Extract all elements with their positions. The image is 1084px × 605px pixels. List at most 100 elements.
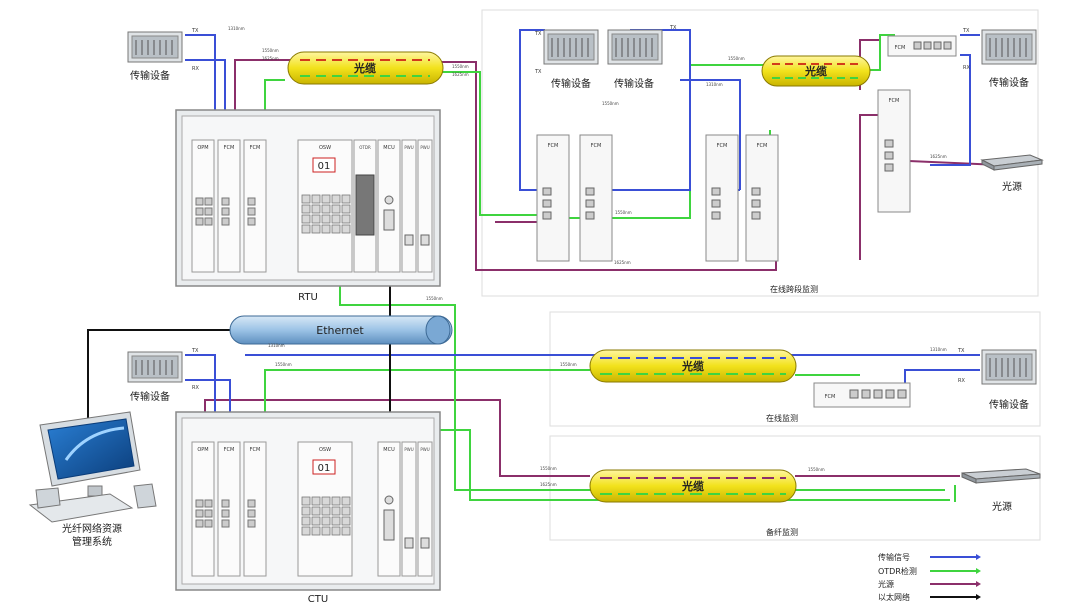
svg-text:OSW: OSW (319, 145, 331, 151)
osw-display: 01 (318, 161, 331, 172)
fcm-unit-1: FCM (536, 134, 570, 262)
rtu-pwu-card-1: PWU (401, 139, 417, 273)
rtu-rack: OPM FCM FCM OSW (175, 109, 441, 287)
svg-text:FCM: FCM (224, 447, 235, 453)
legend-item-light-source: 光源 (878, 579, 981, 589)
svg-text:PWU: PWU (420, 145, 429, 150)
ctu-rack: OPM FCM FCM OSW (175, 411, 441, 591)
legend-item-transmission: 传输信号 (878, 552, 981, 562)
svg-text:PWU: PWU (420, 447, 429, 452)
transport-equipment-top-mid-2: 传输设备 (607, 29, 663, 90)
cable-label: 光缆 (681, 359, 704, 373)
cable-top-right: 光缆 (761, 55, 871, 87)
online-monitor-title: 在线监测 (766, 413, 798, 423)
svg-text:TX: TX (669, 25, 677, 31)
svg-text:OPM: OPM (197, 447, 208, 453)
svg-text:FCM: FCM (825, 394, 836, 400)
svg-text:FCM: FCM (895, 45, 906, 51)
svg-text:OPM: OPM (197, 145, 208, 151)
svg-text:传输设备: 传输设备 (551, 77, 591, 90)
system-label-line1: 光纤网络资源 (62, 522, 122, 535)
rtu-fcm-card-2: FCM (243, 139, 267, 273)
svg-text:RX: RX (958, 378, 965, 384)
svg-text:PWU: PWU (404, 447, 413, 452)
svg-text:OTDR: OTDR (359, 145, 371, 150)
osw-display: 01 (318, 463, 331, 474)
svg-text:1550nm: 1550nm (560, 362, 577, 367)
system-label-line2: 管理系统 (72, 535, 112, 548)
svg-text:RX: RX (192, 385, 199, 391)
svg-text:光源: 光源 (878, 579, 894, 589)
svg-text:1310nm: 1310nm (228, 26, 245, 31)
svg-text:1550nm: 1550nm (808, 467, 825, 472)
svg-text:1550nm: 1550nm (262, 48, 279, 53)
ctu-pwu-card-2: PWU (417, 441, 433, 577)
legend-item-ethernet: 以太网络 (878, 592, 981, 602)
svg-text:MCU: MCU (383, 145, 395, 151)
svg-text:FCM: FCM (224, 145, 235, 151)
spare-monitor-title: 备纤监测 (766, 527, 798, 537)
fcm-unit-horizontal-mid: FCM (813, 382, 911, 408)
management-computer-icon: 光纤网络资源 管理系统 (28, 411, 157, 548)
svg-text:1550nm: 1550nm (602, 101, 619, 106)
svg-text:FCM: FCM (548, 143, 559, 149)
ctu-pwu-card-1: PWU (401, 441, 417, 577)
svg-text:传输设备: 传输设备 (989, 76, 1029, 89)
ctu-osw-card: OSW 01 (297, 441, 353, 577)
svg-text:1550nm: 1550nm (615, 210, 632, 215)
svg-text:PWU: PWU (404, 145, 413, 150)
transport-equipment-mid-left: 传输设备 (127, 351, 183, 403)
wavelength-labels: 1310nm 1550nm 1625nm 1550nm 1625nm 1550n… (228, 26, 947, 487)
tx-rx-labels: TX RX TX TX TX TX RX TX RX TX RX (191, 25, 970, 391)
svg-text:传输设备: 传输设备 (130, 69, 170, 82)
rtu-otdr-card: OTDR (353, 139, 377, 273)
fcm-unit-3: FCM (705, 134, 739, 262)
svg-text:以太网络: 以太网络 (878, 592, 910, 602)
online-segment-region (481, 9, 1039, 297)
svg-text:TX: TX (534, 31, 542, 37)
svg-text:1625nm: 1625nm (930, 154, 947, 159)
ctu-opm-card: OPM (191, 441, 215, 577)
svg-text:1550nm: 1550nm (426, 296, 443, 301)
fcm-unit-vertical: FCM (877, 89, 911, 213)
svg-text:FCM: FCM (250, 145, 261, 151)
cable-label: 光缆 (681, 479, 704, 493)
rtu-opm-card: OPM (191, 139, 215, 273)
svg-text:TX: TX (191, 28, 199, 34)
svg-text:1550nm: 1550nm (728, 56, 745, 61)
svg-text:光源: 光源 (992, 500, 1012, 513)
svg-text:MCU: MCU (383, 447, 395, 453)
svg-text:1310nm: 1310nm (268, 343, 285, 348)
svg-text:1550nm: 1550nm (452, 64, 469, 69)
transport-equipment-top-left: 传输设备 (127, 31, 183, 82)
svg-text:TX: TX (534, 69, 542, 75)
fcm-unit-4: FCM (745, 134, 779, 262)
svg-text:1550nm: 1550nm (540, 466, 557, 471)
svg-text:FCM: FCM (717, 143, 728, 149)
svg-text:1310nm: 1310nm (930, 347, 947, 352)
svg-text:FCM: FCM (591, 143, 602, 149)
rtu-label: RTU (298, 292, 318, 303)
svg-text:1625nm: 1625nm (614, 260, 631, 265)
legend: 传输信号 OTDR检测 光源 以太网络 (878, 552, 981, 602)
rtu-fcm-card-1: FCM (217, 139, 241, 273)
transport-equipment-mid-right: 传输设备 (981, 349, 1037, 411)
svg-text:OSW: OSW (319, 447, 331, 453)
svg-text:FCM: FCM (250, 447, 261, 453)
ctu-fcm-card-1: FCM (217, 441, 241, 577)
svg-text:传输设备: 传输设备 (989, 398, 1029, 411)
svg-text:OTDR检测: OTDR检测 (878, 566, 917, 576)
svg-text:1625nm: 1625nm (262, 56, 279, 61)
svg-text:传输信号: 传输信号 (878, 552, 910, 562)
svg-text:光源: 光源 (1002, 180, 1022, 193)
spare-monitor-region (549, 435, 1041, 541)
svg-text:传输设备: 传输设备 (614, 77, 654, 90)
ctu-fcm-card-2: FCM (243, 441, 267, 577)
transport-equipment-top-right: 传输设备 (981, 29, 1037, 89)
ctu-label: CTU (308, 594, 328, 605)
cable-online-monitor: 光缆 (589, 349, 797, 383)
svg-text:TX: TX (962, 28, 970, 34)
svg-text:RX: RX (963, 65, 970, 71)
